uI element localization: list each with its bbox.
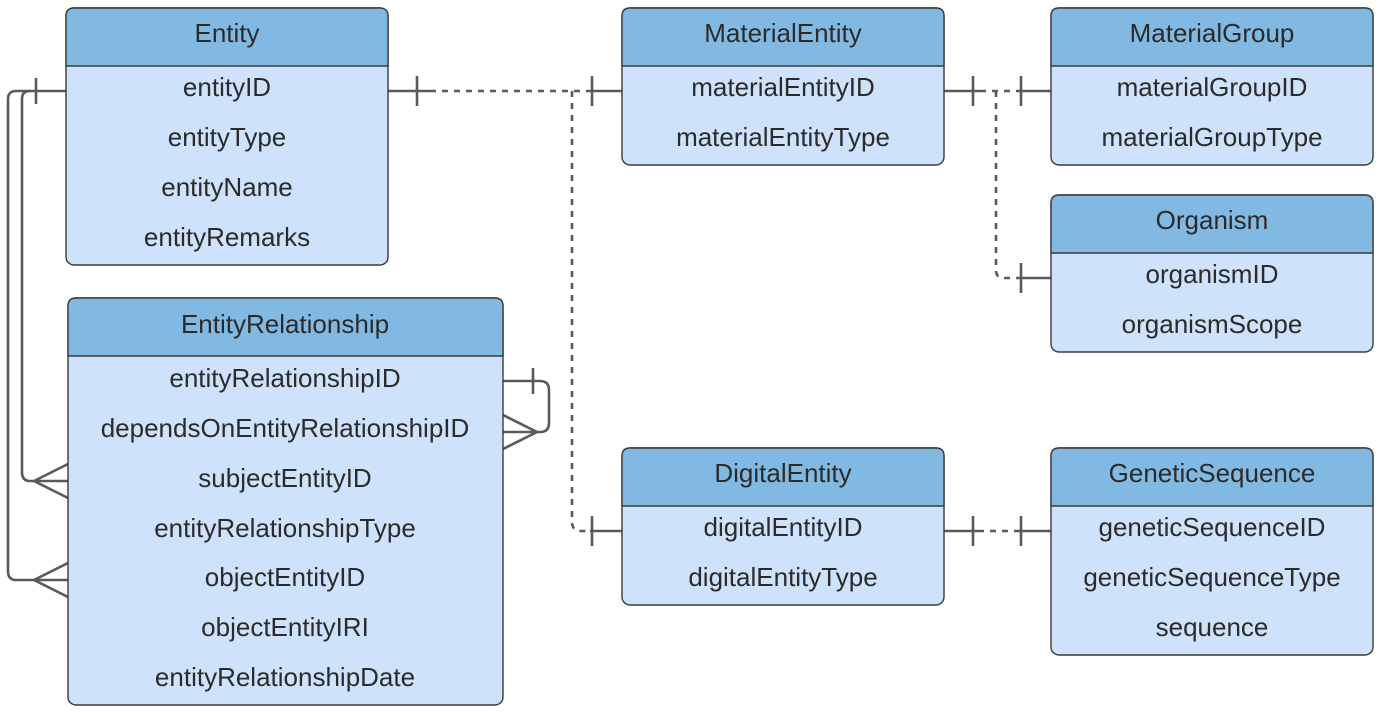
field-digital-entity-type: digitalEntityType — [688, 562, 877, 592]
table-digital-entity: DigitalEntity digitalEntityID digitalEnt… — [621, 447, 945, 606]
rel-entity-object — [6, 89, 69, 599]
relationship-connectors — [6, 76, 1051, 599]
field-object-entity-iri: objectEntityIRI — [201, 612, 369, 642]
field-object-entity-id: objectEntityID — [205, 562, 365, 592]
table-entity-relationship: EntityRelationship entityRelationshipID … — [67, 297, 504, 706]
table-entity: Entity entityID entityType entityName en… — [65, 7, 389, 266]
rel-entity-subject — [20, 78, 69, 500]
field-entity-relationship-id: entityRelationshipID — [169, 363, 400, 393]
rel-digitalentity-geneticsequence — [944, 516, 1051, 546]
rel-materialentity-organism — [994, 91, 1051, 293]
field-entity-name: entityName — [161, 172, 293, 202]
rel-entity-materialentity — [388, 76, 622, 106]
field-material-group-id: materialGroupID — [1117, 72, 1308, 102]
rel-materialentity-materialgroup — [944, 76, 1051, 106]
table-title: MaterialGroup — [1130, 18, 1295, 48]
field-material-group-type: materialGroupType — [1101, 122, 1322, 152]
table-genetic-sequence: GeneticSequence geneticSequenceID geneti… — [1050, 447, 1374, 656]
field-digital-entity-id: digitalEntityID — [704, 512, 863, 542]
table-title: DigitalEntity — [714, 458, 851, 488]
table-title: GeneticSequence — [1109, 458, 1316, 488]
table-material-entity: MaterialEntity materialEntityID material… — [621, 7, 945, 166]
field-subject-entity-id: subjectEntityID — [198, 463, 371, 493]
field-material-entity-id: materialEntityID — [691, 72, 875, 102]
table-title: Entity — [194, 18, 259, 48]
field-sequence: sequence — [1156, 612, 1269, 642]
field-genetic-sequence-id: geneticSequenceID — [1099, 512, 1326, 542]
field-entity-relationship-date: entityRelationshipDate — [155, 662, 415, 692]
table-organism: Organism organismID organismScope — [1050, 194, 1374, 353]
field-entity-relationship-type: entityRelationshipType — [154, 513, 416, 543]
rel-entity-digitalentity — [570, 91, 622, 546]
field-entity-remarks: entityRemarks — [144, 222, 310, 252]
field-genetic-sequence-type: geneticSequenceType — [1083, 562, 1340, 592]
table-title: EntityRelationship — [181, 309, 389, 339]
table-title: MaterialEntity — [704, 18, 862, 48]
field-material-entity-type: materialEntityType — [676, 122, 890, 152]
rel-self-dependson — [502, 368, 551, 451]
table-title: Organism — [1156, 205, 1269, 235]
field-entity-type: entityType — [168, 122, 287, 152]
field-depends-on-entity-relationship-id: dependsOnEntityRelationshipID — [101, 413, 470, 443]
field-organism-scope: organismScope — [1122, 309, 1303, 339]
table-material-group: MaterialGroup materialGroupID materialGr… — [1050, 7, 1374, 166]
field-organism-id: organismID — [1146, 259, 1279, 289]
field-entity-id: entityID — [183, 72, 271, 102]
